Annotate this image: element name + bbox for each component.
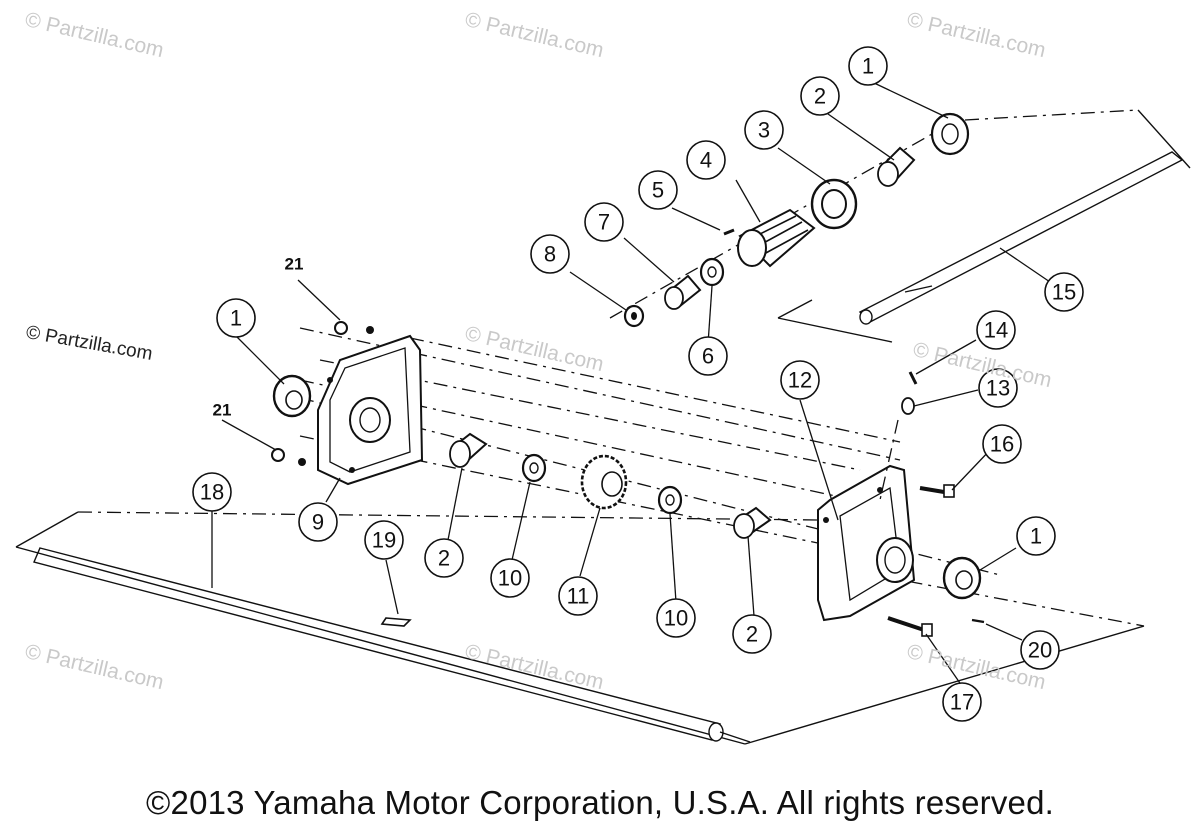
callout-16: 16 <box>982 424 1022 464</box>
svg-text:8: 8 <box>544 242 556 267</box>
svg-text:7: 7 <box>598 210 610 235</box>
washer-6 <box>699 257 725 287</box>
gear-4 <box>737 208 816 268</box>
key-5 <box>723 228 735 236</box>
callout-3: 3 <box>744 110 784 150</box>
shaft-15 <box>858 151 1184 325</box>
svg-text:3: 3 <box>758 118 770 143</box>
callout-10-right: 10 <box>656 598 696 638</box>
callout-1-right: 1 <box>1016 516 1056 556</box>
svg-text:2: 2 <box>438 546 450 571</box>
callout-21-upper: 21 <box>285 255 304 274</box>
svg-text:6: 6 <box>702 344 714 369</box>
bearing-3 <box>810 178 858 230</box>
housing-12 <box>817 464 916 622</box>
callout-6: 6 <box>688 336 728 376</box>
svg-text:16: 16 <box>990 432 1014 457</box>
bolt-16 <box>919 484 955 498</box>
svg-text:2: 2 <box>746 622 758 647</box>
lower-shaft-panel <box>15 511 1145 745</box>
svg-text:1: 1 <box>862 54 874 79</box>
callout-2-left: 2 <box>424 538 464 578</box>
svg-text:12: 12 <box>788 368 812 393</box>
shaft-18 <box>33 547 751 743</box>
callout-2-upper: 2 <box>800 76 840 116</box>
callout-18: 18 <box>192 472 232 512</box>
leader-lines <box>211 81 1051 687</box>
callout-11: 11 <box>558 576 598 616</box>
svg-text:4: 4 <box>700 148 712 173</box>
bushing-2-upper <box>877 146 916 187</box>
pin-20 <box>971 618 985 624</box>
svg-text:11: 11 <box>567 584 590 609</box>
svg-text:2: 2 <box>814 84 826 109</box>
callout-5: 5 <box>638 170 678 210</box>
callouts: 1 2 3 4 5 7 8 6 15 21 21 1 9 12 14 13 16… <box>192 46 1084 722</box>
washer-8 <box>623 304 645 328</box>
svg-text:13: 13 <box>986 376 1010 401</box>
bearing-1-right <box>942 556 982 600</box>
bearing-1-left <box>272 374 312 418</box>
callout-21-lower: 21 <box>213 401 232 420</box>
svg-text:21: 21 <box>213 401 232 420</box>
housing-9 <box>317 334 424 486</box>
svg-text:10: 10 <box>498 566 522 591</box>
bushing-2-right <box>733 506 772 539</box>
svg-text:19: 19 <box>372 528 396 553</box>
washer-10-left <box>521 453 547 483</box>
svg-text:10: 10 <box>664 606 688 631</box>
upper-shaft-panel <box>609 109 1191 343</box>
callout-15: 15 <box>1044 272 1084 312</box>
callout-1-upper: 1 <box>848 46 888 86</box>
bushing-2-mid <box>449 432 488 468</box>
svg-text:5: 5 <box>652 178 664 203</box>
gear-11 <box>580 454 628 510</box>
callout-13: 13 <box>978 368 1018 408</box>
callout-20: 20 <box>1020 630 1060 670</box>
svg-text:20: 20 <box>1028 638 1052 663</box>
callout-7: 7 <box>584 202 624 242</box>
bolt-17 <box>887 616 933 637</box>
svg-text:9: 9 <box>312 510 324 535</box>
nut-21-lower <box>271 448 306 466</box>
callout-14: 14 <box>976 310 1016 350</box>
callout-2-right: 2 <box>732 614 772 654</box>
callout-19: 19 <box>364 520 404 560</box>
svg-text:17: 17 <box>950 690 974 715</box>
callout-8: 8 <box>530 234 570 274</box>
key-19 <box>380 617 412 627</box>
svg-text:14: 14 <box>984 318 1008 343</box>
callout-1-left: 1 <box>216 298 256 338</box>
svg-text:18: 18 <box>200 480 224 505</box>
nut-21-upper <box>334 321 374 335</box>
callout-4: 4 <box>686 140 726 180</box>
callout-17: 17 <box>942 682 982 722</box>
svg-text:1: 1 <box>230 306 242 331</box>
svg-text:15: 15 <box>1052 280 1076 305</box>
bearing-1-upper <box>930 112 970 156</box>
copyright-notice: ©2013 Yamaha Motor Corporation, U.S.A. A… <box>146 784 1054 821</box>
callout-10-left: 10 <box>490 558 530 598</box>
bushing-7 <box>664 274 702 310</box>
washer-10-right <box>657 485 683 515</box>
svg-text:21: 21 <box>285 255 304 274</box>
callout-12: 12 <box>780 360 820 400</box>
svg-text:1: 1 <box>1030 524 1042 549</box>
callout-9: 9 <box>298 502 338 542</box>
